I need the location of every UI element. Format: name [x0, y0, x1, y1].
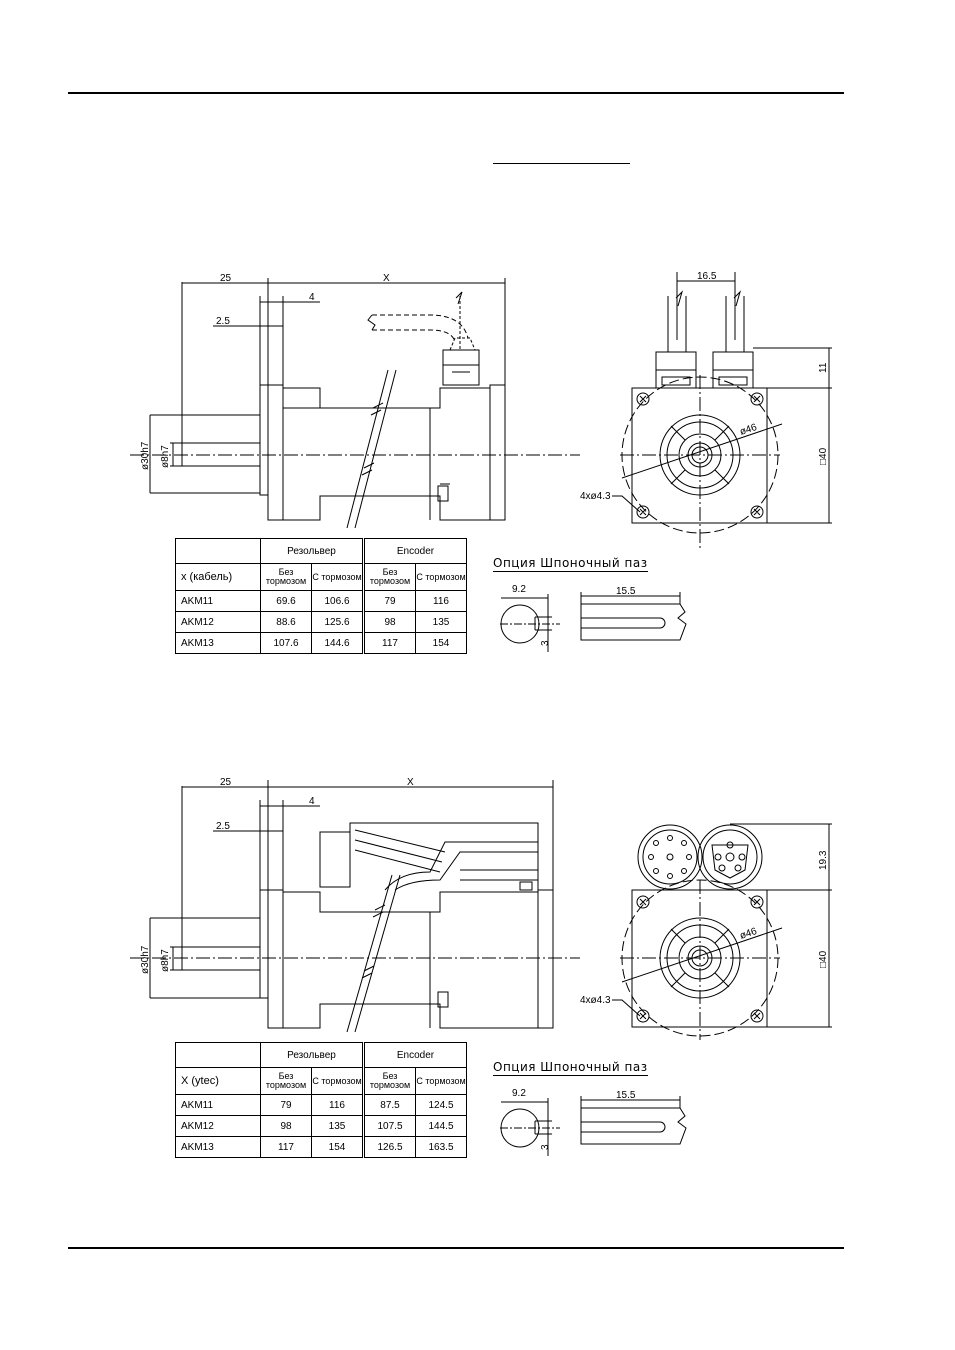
col-brake-1: С тормозом — [311, 1067, 365, 1095]
dim-15-5: 15.5 — [616, 1090, 636, 1101]
table-row: AKM13 117 154 126.5 163.5 — [175, 1136, 467, 1158]
dim-11: 11 — [818, 362, 829, 373]
col-no-brake-1: Без тормозом — [260, 1067, 312, 1095]
dim-3: 3 — [540, 1144, 551, 1150]
dim-shaft-small: ø8h7 — [160, 445, 171, 468]
row-label: X (ytec) — [175, 1067, 261, 1095]
col-no-brake-2: Без тормозом — [363, 1067, 416, 1095]
col-brake-1: С тормозом — [311, 563, 365, 591]
dimension-table-connector: Резольвер Encoder X (ytec) Без тормозом … — [175, 1042, 467, 1158]
dim-9-2: 9.2 — [512, 1088, 526, 1099]
dim-shaft-small: ø8h7 — [160, 949, 171, 972]
dim-x: X — [383, 273, 390, 284]
table-row: AKM11 69.6 106.6 79 116 — [175, 590, 467, 612]
dim-x: X — [407, 777, 414, 788]
dim-square: □40 — [818, 950, 829, 968]
motor-drawing-connector: 25 X 4 2.5 ø30h7 ø8h7 19.3 ø46 □40 4xø4.… — [130, 777, 832, 1156]
table-row: AKM13 107.6 144.6 117 154 — [175, 632, 467, 654]
dim-2-5: 2.5 — [216, 316, 230, 327]
dim-4: 4 — [309, 796, 315, 807]
keyway-option-title: Опция Шпоночный паз — [493, 556, 648, 572]
keyway-option-title: Опция Шпоночный паз — [493, 1060, 648, 1076]
dim-9-2: 9.2 — [512, 584, 526, 595]
group-encoder: Encoder — [363, 1042, 467, 1068]
dim-holes: 4xø4.3 — [580, 491, 611, 502]
dim-25: 25 — [220, 777, 232, 788]
header-rule — [68, 92, 844, 94]
col-no-brake-1: Без тормозом — [260, 563, 312, 591]
dim-shaft: ø30h7 — [140, 441, 151, 470]
dim-bore: ø46 — [739, 422, 759, 438]
table-row: AKM12 98 135 107.5 144.5 — [175, 1115, 467, 1137]
motor-drawing-cable: 25 X 4 2.5 ø30h7 ø8h7 16.5 11 ø46 □40 4x… — [130, 271, 832, 652]
col-brake-2: С тормозом — [415, 1067, 467, 1095]
dim-shaft: ø30h7 — [140, 945, 151, 974]
dim-19-3: 19.3 — [818, 850, 829, 870]
title-underline — [493, 163, 630, 164]
dim-square: □40 — [818, 447, 829, 465]
footer-rule — [68, 1247, 844, 1249]
dim-16-5: 16.5 — [697, 271, 717, 282]
group-resolver: Резольвер — [260, 1042, 365, 1068]
dimension-table-cable: Резольвер Encoder x (кабель) Без тормозо… — [175, 538, 467, 654]
dim-4: 4 — [309, 292, 315, 303]
col-brake-2: С тормозом — [415, 563, 467, 591]
row-label: x (кабель) — [175, 563, 261, 591]
dim-2-5: 2.5 — [216, 821, 230, 832]
dim-holes: 4xø4.3 — [580, 995, 611, 1006]
dim-25: 25 — [220, 273, 232, 284]
group-encoder: Encoder — [363, 538, 467, 564]
dim-bore: ø46 — [739, 926, 759, 942]
table-row: AKM11 79 116 87.5 124.5 — [175, 1094, 467, 1116]
dim-15-5: 15.5 — [616, 586, 636, 597]
dim-3: 3 — [540, 640, 551, 646]
